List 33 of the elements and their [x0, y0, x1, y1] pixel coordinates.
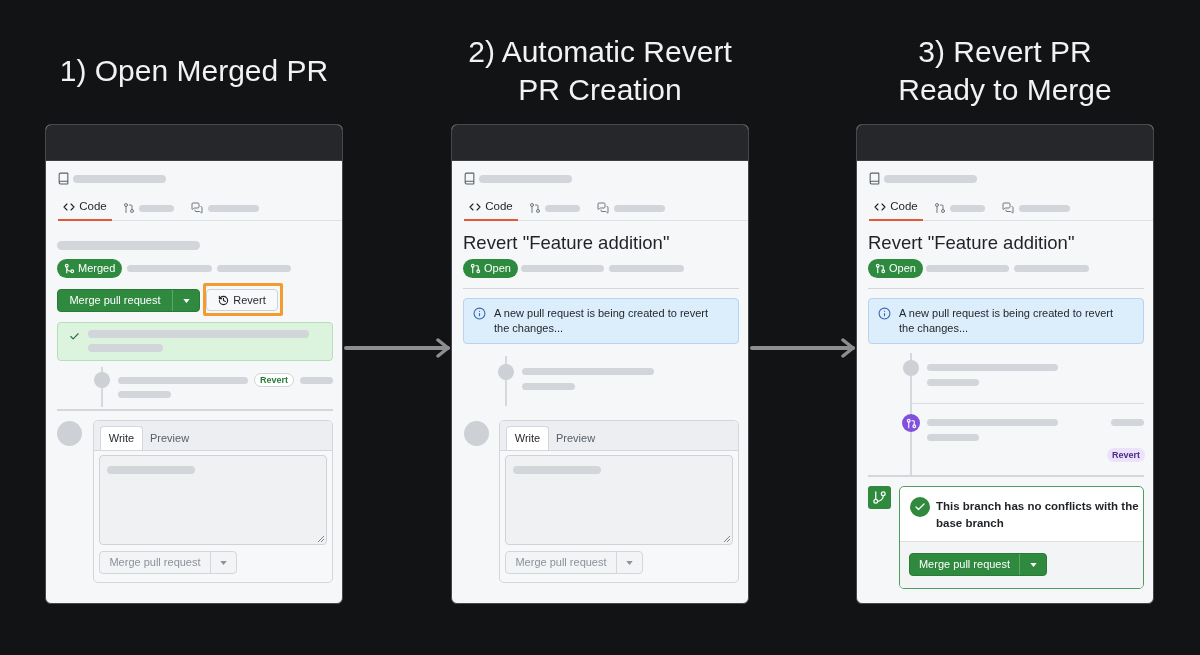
- label-tag: Revert: [1107, 448, 1145, 462]
- arrow: [750, 338, 855, 358]
- status-badge: [463, 259, 518, 278]
- banner-message: A new pull request is being created to revert the changes...: [494, 306, 709, 336]
- pull-request-title: Revert "Feature addition": [868, 231, 1075, 255]
- merge-button: Merge pull request: [909, 553, 1047, 576]
- active-tab: Write: [100, 426, 143, 450]
- banner-message: A new pull request is being created to revert the changes...: [899, 306, 1114, 336]
- merge-button: Merge pull request: [57, 289, 200, 312]
- disabled-merge-button: Merge pull request: [99, 551, 237, 574]
- info-banner: [463, 298, 739, 344]
- status-text: Open: [889, 262, 916, 275]
- disabled-merge-button: Merge pull request: [505, 551, 643, 574]
- pull-request-title: Revert "Feature addition": [463, 231, 670, 255]
- step-heading: 1) Open Merged PR: [59, 53, 329, 89]
- tab-label: Preview: [150, 431, 190, 445]
- active-tab: Code: [869, 195, 923, 221]
- revert-button: Revert: [206, 289, 278, 311]
- active-tab: Write: [506, 426, 549, 450]
- status-text: Merged: [78, 262, 116, 275]
- step-heading: 3) Revert PR Ready to Merge: [897, 34, 1113, 108]
- info-banner: [868, 298, 1144, 344]
- active-tab: Code: [58, 195, 112, 221]
- status-badge: [57, 259, 123, 278]
- status-text: Open: [484, 262, 511, 275]
- active-tab: Code: [464, 195, 518, 221]
- merge-status-message: This branch has no conflicts with the base branch: [936, 499, 1140, 531]
- arrow: [344, 338, 450, 358]
- label-tag: Revert: [254, 373, 294, 387]
- merge-status-box: [899, 486, 1144, 589]
- status-badge: [868, 259, 923, 278]
- tab-label: Preview: [556, 431, 596, 445]
- step-heading: 2) Automatic Revert PR Creation: [467, 34, 733, 108]
